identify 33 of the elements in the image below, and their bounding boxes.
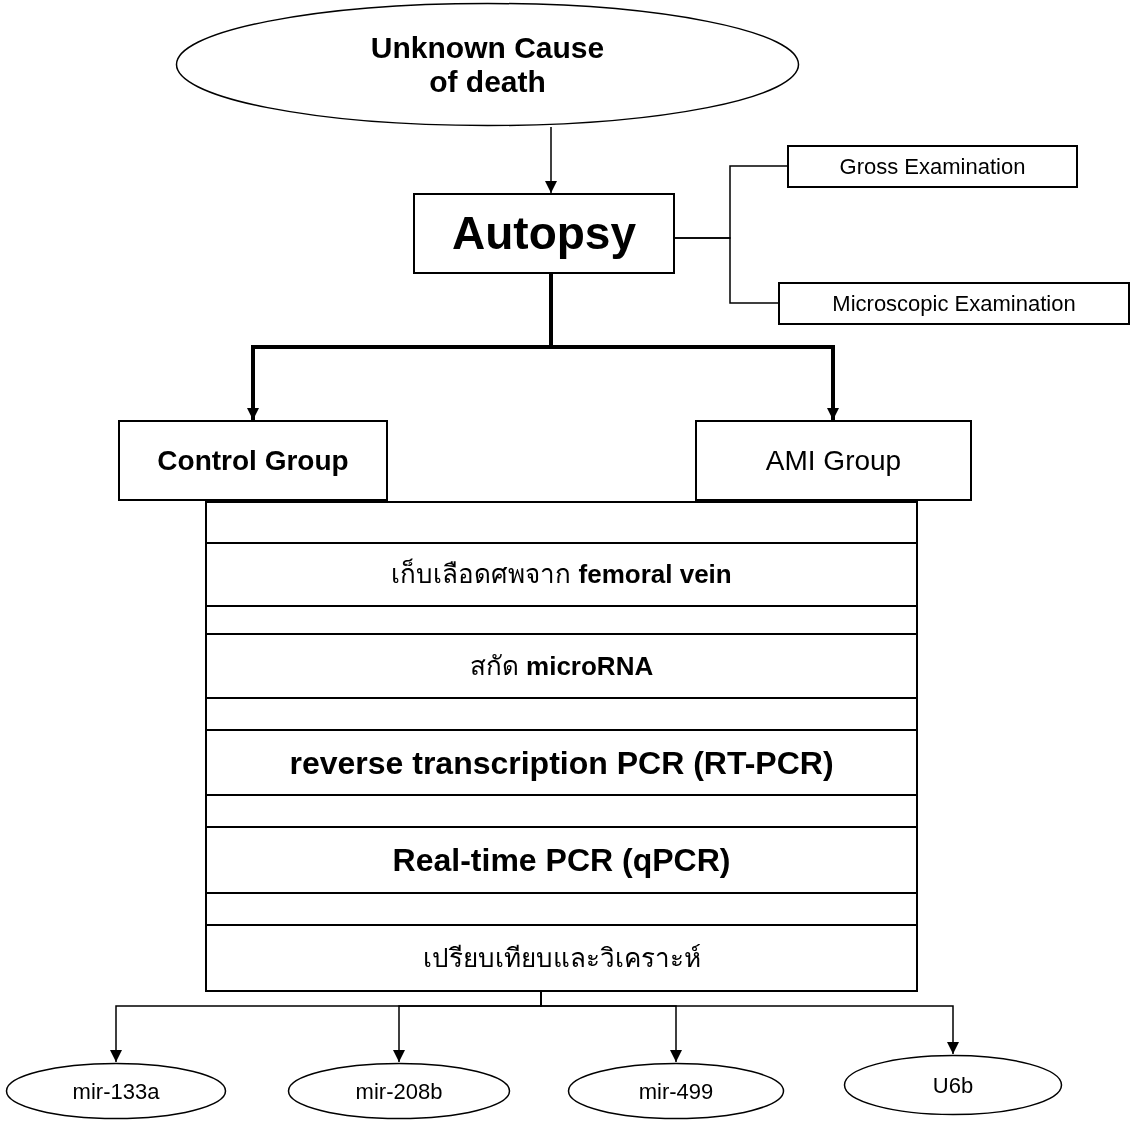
node-label: U6b (932, 1071, 974, 1100)
node-label: เปรียบเทียบและวิเคราะห์ (422, 941, 701, 975)
node-label: Microscopic Examination (832, 290, 1076, 318)
node-label: สกัด microRNA (469, 649, 654, 683)
process-box (787, 145, 1078, 188)
group-box (695, 420, 972, 501)
process-panel (205, 501, 918, 992)
result-ellipse (5, 1062, 227, 1120)
process-box (778, 282, 1130, 325)
result-ellipse (567, 1062, 785, 1120)
node-label: Real-time PCR (qPCR) (392, 841, 731, 880)
node-label: mir-208b (355, 1077, 443, 1106)
group-box (118, 420, 388, 501)
result-ellipse (843, 1054, 1063, 1116)
step-band (207, 826, 916, 894)
start-ellipse (175, 2, 800, 127)
step-band (207, 633, 916, 699)
node-label: reverse transcription PCR (RT-PCR) (289, 743, 834, 783)
result-ellipse (287, 1062, 511, 1120)
node-label: mir-133a (72, 1077, 160, 1106)
node-label: Autopsy (452, 206, 636, 261)
node-label: AMI Group (765, 443, 902, 478)
node-label: Gross Examination (839, 153, 1026, 181)
step-band (207, 729, 916, 796)
arrow (549, 274, 839, 420)
connector-line (674, 237, 779, 304)
arrow (545, 126, 557, 194)
node-label: เก็บเลือดศพจาก femoral vein (391, 557, 732, 591)
node-label: mir-499 (638, 1077, 714, 1106)
process-box (413, 193, 675, 274)
node-label: Unknown Cause of death (369, 30, 606, 99)
step-band (207, 542, 916, 607)
node-label: Control Group (157, 443, 349, 478)
